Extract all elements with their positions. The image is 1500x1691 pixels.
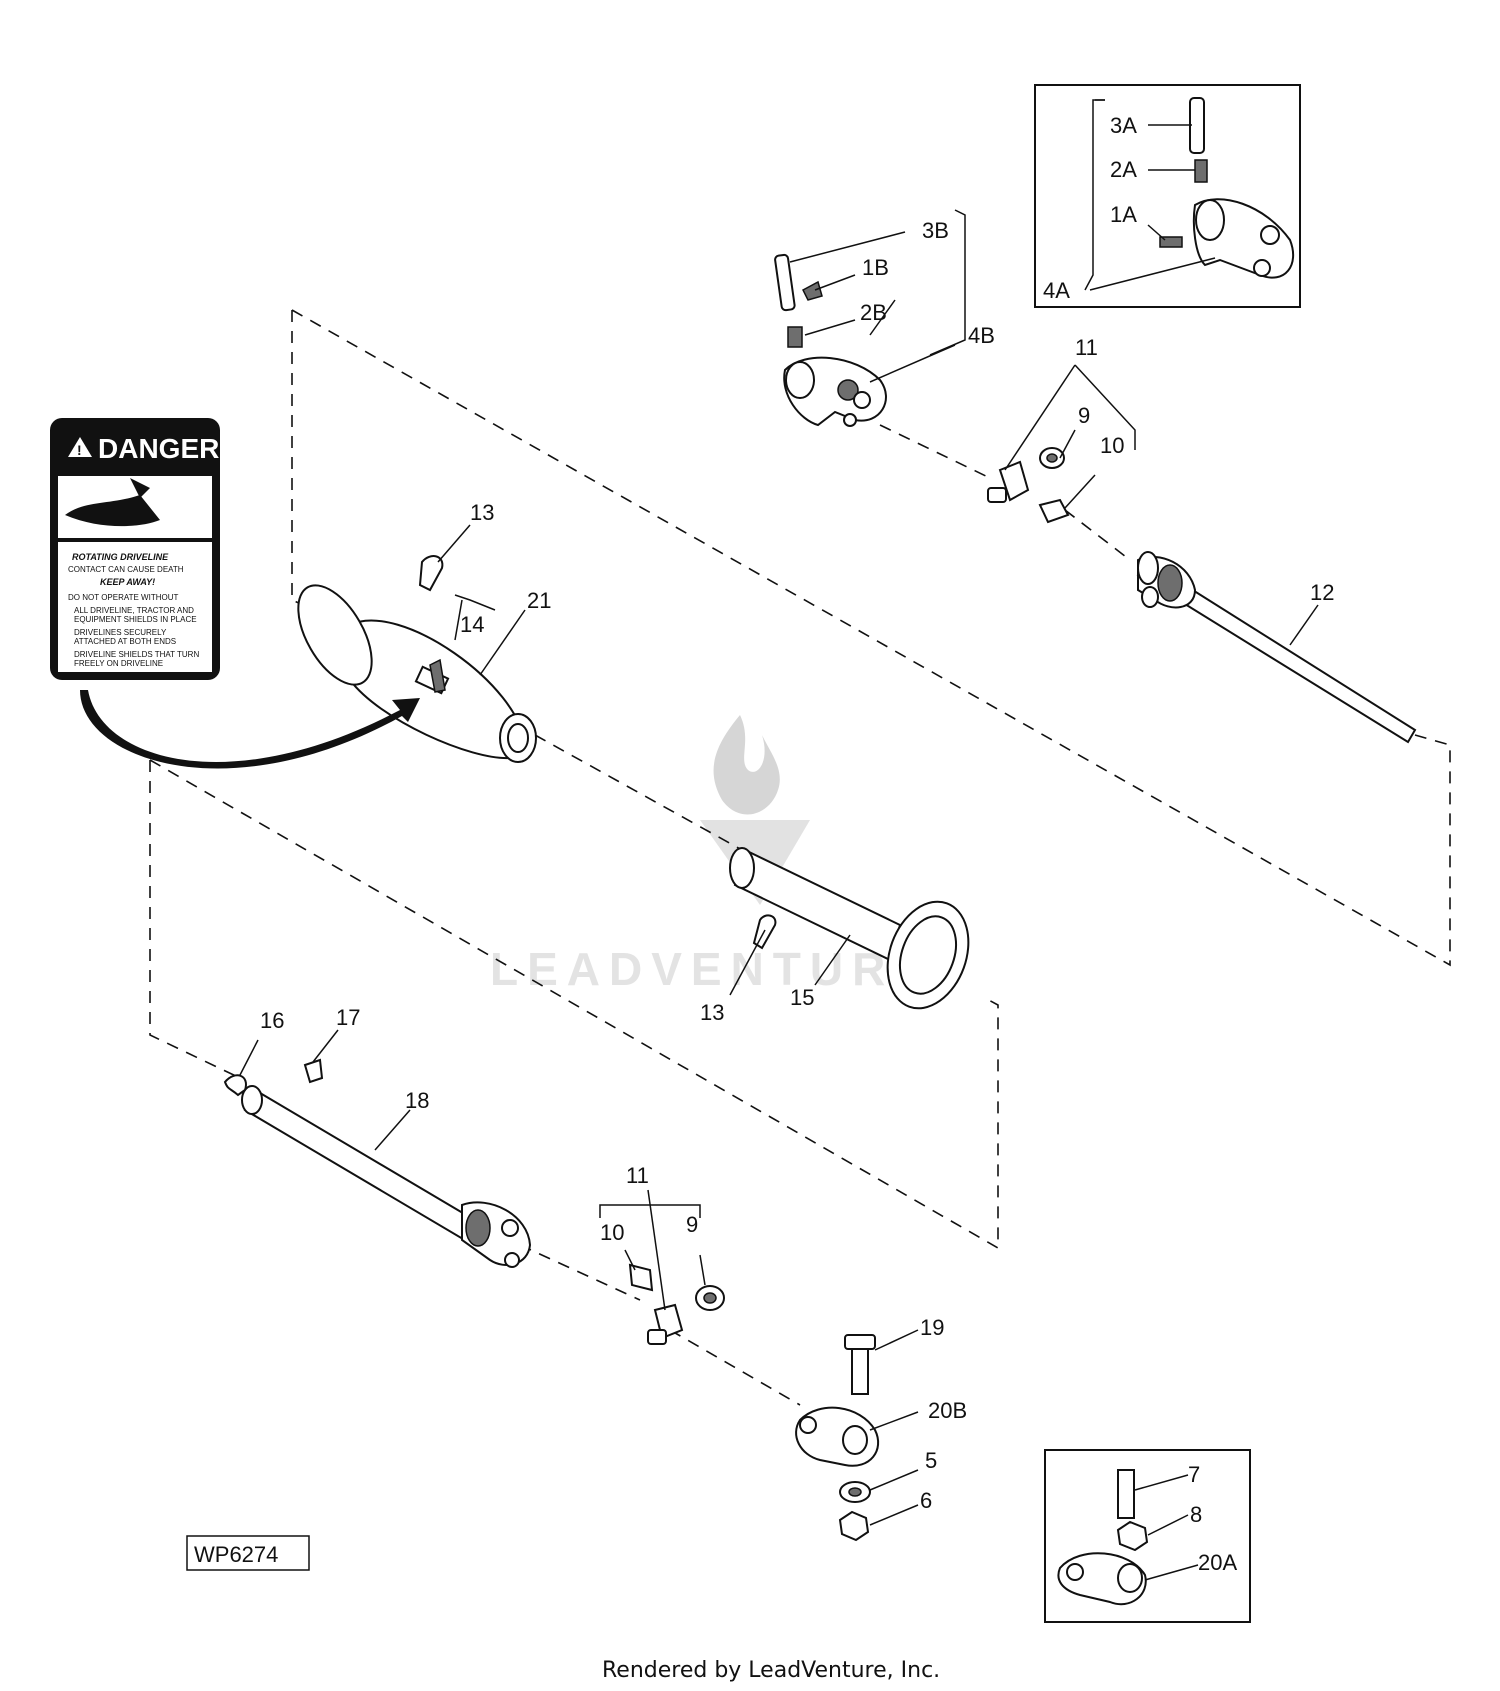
callout-9-lower: 9 — [686, 1212, 698, 1237]
callout-labels: 3A 2A 1A 4A 3B 1B 2B 4B 11 9 10 12 13 14… — [260, 113, 1334, 1575]
danger-bullet3a: DRIVELINE SHIELDS THAT TURN — [74, 650, 199, 659]
danger-line2: CONTACT CAN CAUSE DEATH — [68, 565, 184, 574]
callout-20A: 20A — [1198, 1550, 1237, 1575]
callout-2A: 2A — [1110, 157, 1137, 182]
danger-line3: KEEP AWAY! — [100, 577, 155, 587]
callout-7: 7 — [1188, 1462, 1200, 1487]
callout-21: 21 — [527, 588, 551, 613]
callout-3A: 3A — [1110, 113, 1137, 138]
callout-13-lower: 13 — [700, 1000, 724, 1025]
danger-line4: DO NOT OPERATE WITHOUT — [68, 593, 178, 602]
danger-bullet1a: ALL DRIVELINE, TRACTOR AND — [74, 606, 194, 615]
danger-bullet2a: DRIVELINES SECURELY — [74, 628, 167, 637]
callout-13-upper: 13 — [470, 500, 494, 525]
alignment-lines — [149, 309, 1451, 1406]
callout-18: 18 — [405, 1088, 429, 1113]
danger-bullet1b: EQUIPMENT SHIELDS IN PLACE — [74, 615, 197, 624]
decal-location-arrow — [80, 690, 420, 769]
callout-9-upper: 9 — [1078, 403, 1090, 428]
danger-bullet3b: FREELY ON DRIVELINE — [74, 659, 163, 668]
callout-1A: 1A — [1110, 202, 1137, 227]
callout-19: 19 — [920, 1315, 944, 1340]
callout-15: 15 — [790, 985, 814, 1010]
callout-4B: 4B — [968, 323, 995, 348]
callout-3B: 3B — [922, 218, 949, 243]
footer-credit: Rendered by LeadVenture, Inc. — [602, 1658, 940, 1683]
danger-bullet2b: ATTACHED AT BOTH ENDS — [74, 637, 176, 646]
inner-shield-15 — [729, 847, 970, 1010]
danger-title: DANGER — [98, 433, 219, 464]
callout-14: 14 — [460, 612, 484, 637]
callout-11-upper: 11 — [1075, 335, 1098, 360]
svg-text:!: ! — [77, 442, 82, 458]
callout-16: 16 — [260, 1008, 284, 1033]
watermark-text: LEADVENTURE — [490, 943, 934, 995]
callout-8: 8 — [1190, 1502, 1202, 1527]
yoke-assembly-4b — [774, 253, 887, 427]
danger-line1: ROTATING DRIVELINE — [72, 552, 169, 562]
callout-11-lower: 11 — [626, 1163, 649, 1188]
callout-1B: 1B — [862, 255, 889, 280]
outer-shield-21 — [297, 555, 537, 763]
figure-reference-box: WP6274 — [186, 1535, 310, 1571]
callout-4A: 4A — [1043, 278, 1070, 303]
callout-12: 12 — [1310, 580, 1334, 605]
figure-reference: WP6274 — [194, 1542, 278, 1567]
callout-10-lower: 10 — [600, 1220, 624, 1245]
inset-box-yoke-4a — [1034, 84, 1301, 308]
inner-shaft-12 — [1136, 551, 1417, 744]
callout-17: 17 — [336, 1005, 360, 1030]
grease-fitting-set-lower — [628, 1263, 725, 1345]
danger-decal: ! DANGER ROTATING DRIVELINE CONTACT CAN … — [50, 418, 220, 680]
callout-20B: 20B — [928, 1398, 967, 1423]
callout-2B: 2B — [860, 300, 887, 325]
callout-10-upper: 10 — [1100, 433, 1124, 458]
inset-box-yoke-20a — [1044, 1449, 1251, 1623]
callout-6: 6 — [920, 1488, 932, 1513]
yoke-20b-hardware — [795, 1334, 880, 1542]
callout-5: 5 — [925, 1448, 937, 1473]
inner-shaft-18 — [223, 1058, 532, 1268]
grease-fitting-set-upper — [987, 447, 1070, 524]
